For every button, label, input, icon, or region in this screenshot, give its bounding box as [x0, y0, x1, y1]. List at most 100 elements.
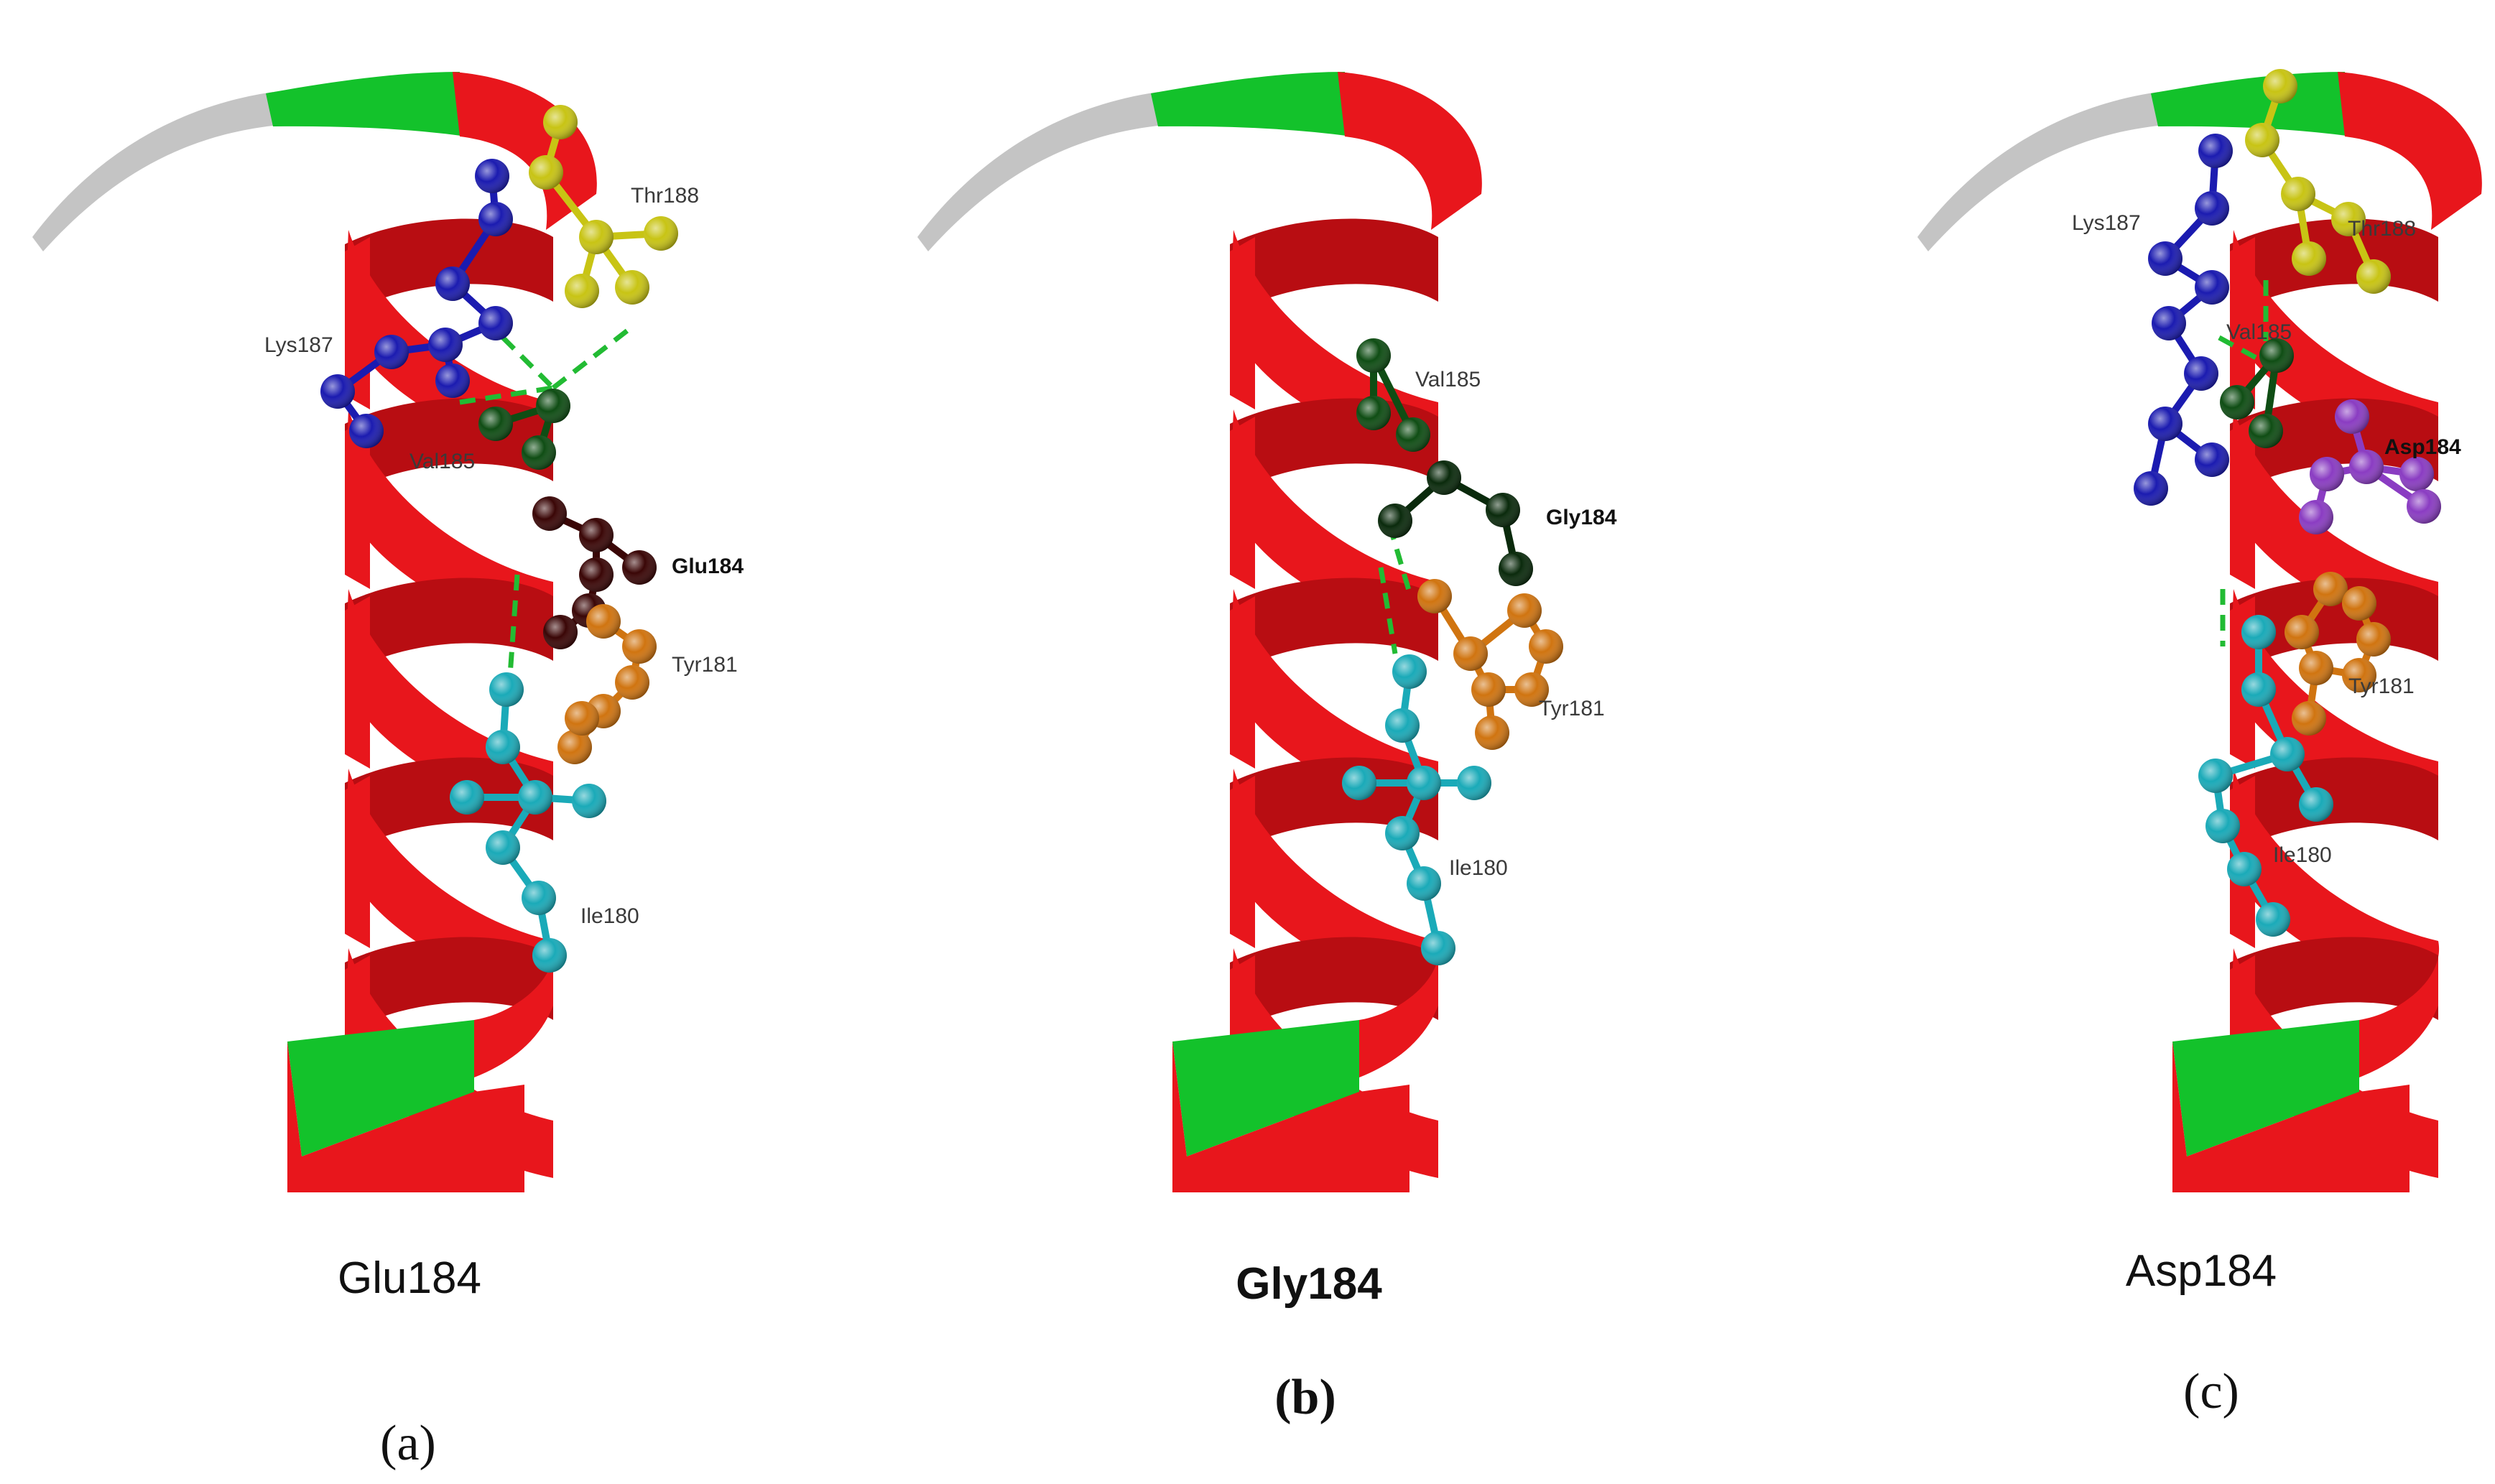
val185-atom: [1396, 417, 1430, 452]
thr188-atom: [2281, 177, 2315, 211]
panel-b: Val185 Gly184 Tyr181 Ile180 Gly184 (b): [917, 72, 1617, 1425]
lys187-atom: [349, 414, 384, 448]
label-res184: Gly184: [1546, 506, 1617, 529]
helix-back-band: [2230, 937, 2438, 1034]
thr188-atom: [529, 155, 563, 190]
tyr181-atom: [1514, 672, 1549, 707]
tyr181-atom: [1471, 672, 1506, 707]
helix-back-band: [345, 578, 553, 675]
helix-edge: [345, 596, 370, 769]
val185-atom: [522, 435, 556, 470]
panel-caption: Asp184: [2126, 1246, 2277, 1296]
helix-end-red: [1172, 1042, 1409, 1192]
helix-turn: [1338, 72, 1482, 230]
label-ile180: Ile180: [1449, 856, 1508, 880]
ile180-atom: [486, 830, 520, 865]
helix-end-green: [287, 1020, 474, 1156]
label-val185: Val185: [2226, 320, 2292, 344]
val185-atom: [478, 407, 513, 441]
tyr181-atom: [2356, 622, 2391, 657]
helix-back-band: [2230, 578, 2438, 675]
glu184-atom: [579, 557, 614, 592]
helix-end-red: [2172, 1042, 2410, 1192]
ile180-atom: [522, 881, 556, 915]
helix-edge: [1230, 237, 1255, 409]
helix-edge: [1230, 776, 1255, 948]
ile180-atom: [1407, 766, 1441, 800]
helix-end-green: [1172, 1020, 1359, 1156]
hydrogen-bond: [2218, 335, 2260, 362]
asp184-atom: [2335, 399, 2369, 434]
hydrogen-bond: [1378, 567, 1398, 654]
lys187-atom: [435, 266, 470, 301]
lys187-atom: [478, 306, 513, 340]
hydrogen-bond: [459, 385, 554, 405]
hydrogen-bond: [501, 335, 555, 390]
hbond-lines: [2218, 280, 2269, 646]
helix-ribbon: [1917, 72, 2482, 1192]
label-ile180: Ile180: [2273, 843, 2332, 867]
panel-sublabel: (a): [380, 1416, 436, 1471]
thr188-atom: [2331, 202, 2366, 236]
helix-tail: [32, 92, 273, 251]
thr188-atom: [2292, 241, 2326, 276]
helix-back-band: [345, 757, 553, 855]
ile180-atom: [1385, 708, 1420, 743]
residue-atoms: [1342, 338, 1563, 965]
tyr181-atom: [2342, 658, 2376, 692]
thr188-atom: [579, 220, 614, 254]
lys187-atom: [428, 328, 463, 362]
residue-atoms: [320, 105, 678, 973]
helix-back-band: [2230, 218, 2438, 316]
val185-atom: [2220, 385, 2254, 419]
gly184-atom: [1378, 504, 1412, 538]
lys187-atom: [2152, 306, 2186, 340]
panel-caption: Gly184: [1236, 1259, 1382, 1309]
lys187-atom: [435, 363, 470, 398]
lys187-atom: [2134, 471, 2168, 506]
label-lys187: Lys187: [264, 333, 333, 357]
helix-edge: [1230, 596, 1255, 769]
gly184-atom: [1427, 460, 1461, 495]
thr188-atom: [2356, 259, 2391, 294]
tyr181-atom: [1417, 579, 1452, 613]
glu184-atom: [579, 518, 614, 552]
helix-ribbon: [917, 72, 1482, 1192]
label-val185: Val185: [1415, 368, 1481, 391]
helix-end-red: [287, 1042, 524, 1192]
hbond-lines: [459, 325, 634, 676]
thr188-atom: [2263, 69, 2297, 103]
val185-atom: [1356, 396, 1391, 430]
asp184-atom: [2299, 500, 2333, 534]
val185-atom: [536, 389, 570, 423]
label-lys187: Lys187: [2072, 211, 2141, 235]
asp184-atom: [2399, 457, 2434, 491]
ile180-atom: [2270, 737, 2305, 771]
asp184-atom: [2310, 457, 2344, 491]
glu184-atom: [543, 615, 578, 649]
ile180-atom: [1421, 931, 1455, 965]
helix-green-segment: [266, 72, 467, 136]
ile180-atom: [2299, 787, 2333, 822]
label-val185: Val185: [409, 450, 475, 473]
helix-back-band: [1230, 218, 1438, 316]
panel-sublabel: (c): [2183, 1364, 2239, 1419]
helix-tail: [1917, 92, 2158, 251]
helix-edge: [345, 417, 370, 589]
label-tyr181: Tyr181: [672, 653, 738, 677]
tyr181-atom: [1507, 593, 1542, 628]
ile180-atom: [1392, 654, 1427, 689]
helix-back-band: [345, 937, 553, 1034]
glu184-atom: [532, 496, 567, 531]
val185-atom: [1356, 338, 1391, 373]
label-ile180: Ile180: [580, 904, 639, 928]
panel-a: Thr188 Lys187 Val185 Glu184 Tyr181 Ile18…: [32, 72, 744, 1471]
helix-tail: [917, 92, 1158, 251]
gly184-atom: [1499, 552, 1533, 586]
ile180-atom: [518, 780, 552, 815]
label-thr188: Thr188: [2348, 217, 2416, 241]
tyr181-atom: [586, 604, 621, 639]
val185-atom: [2249, 414, 2283, 448]
ile180-atom: [2198, 759, 2233, 793]
